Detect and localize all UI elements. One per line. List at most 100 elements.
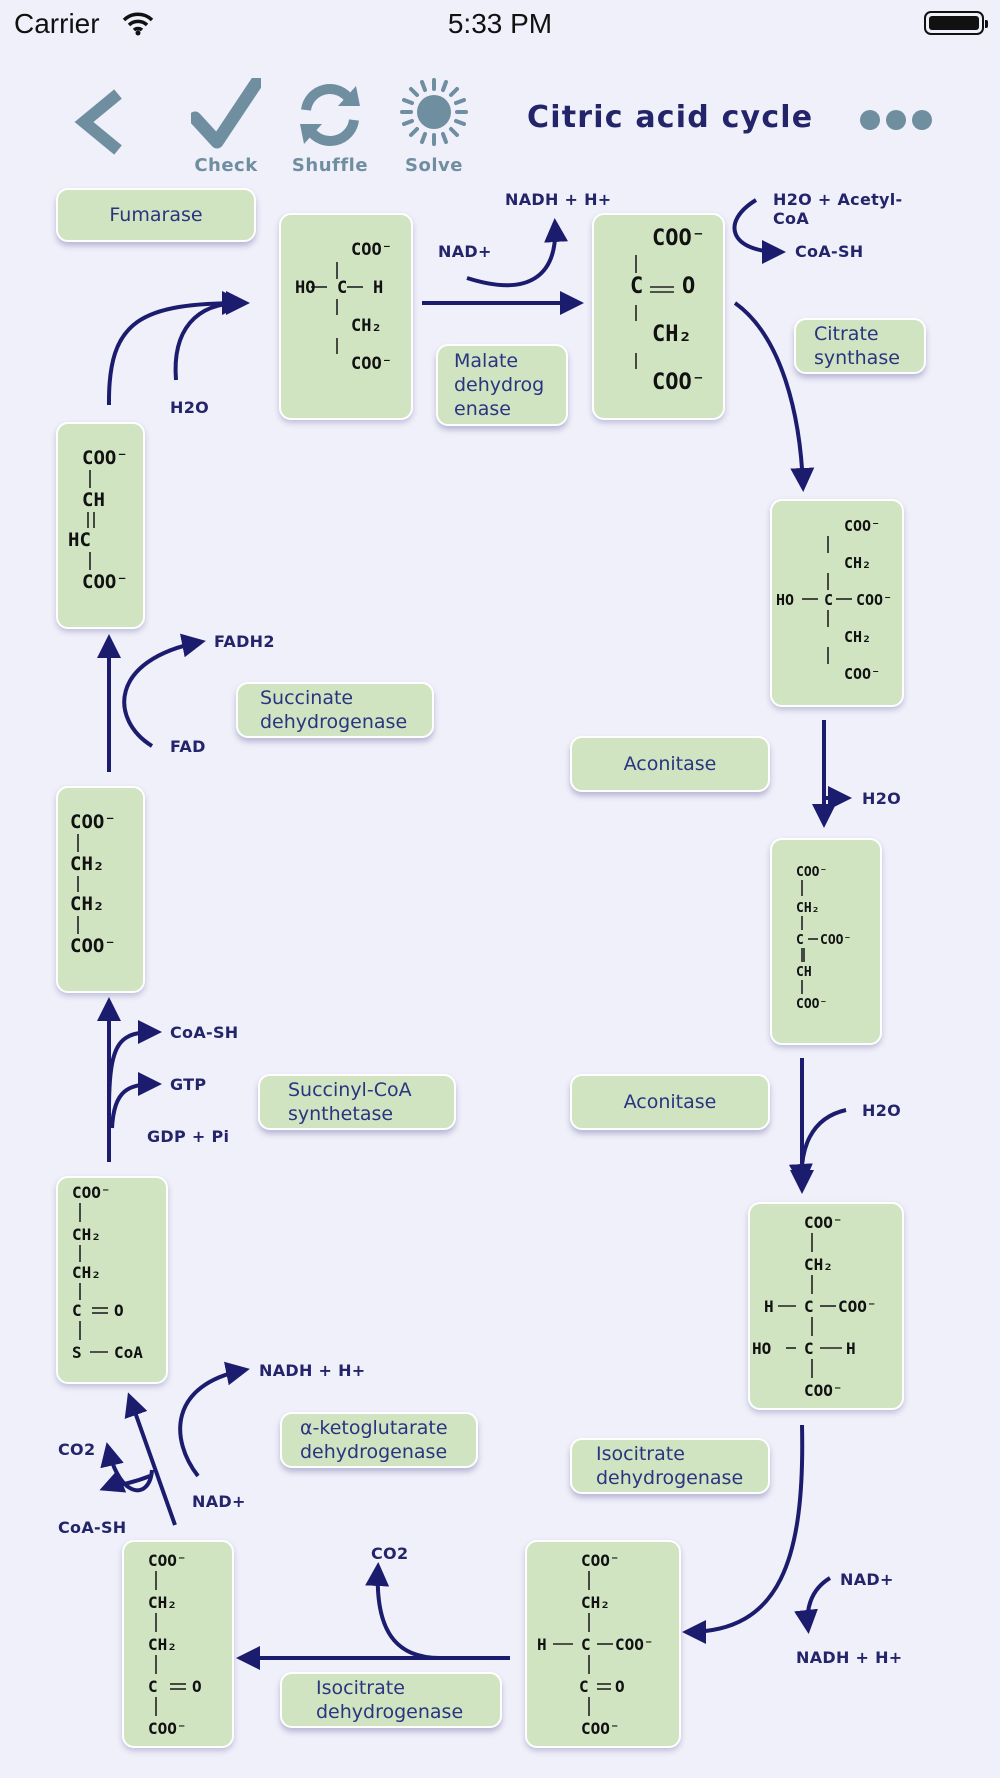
cofactor-nadh: NADH + H+ xyxy=(796,1648,903,1667)
atom-label: COO⁻ xyxy=(856,591,892,609)
atom-label: COO⁻ xyxy=(351,354,392,374)
atom-label: CH₂ xyxy=(844,554,871,572)
cofactor-nad: NAD+ xyxy=(192,1492,246,1511)
solve-label: Solve xyxy=(405,155,463,176)
atom-label: CH₂ xyxy=(652,322,692,347)
atom-label: COO⁻ xyxy=(82,571,128,593)
clock: 5:33 PM xyxy=(447,8,553,39)
enzyme-isocitrate-dehydrogenase-1[interactable]: Isocitrate dehydrogenase xyxy=(570,1438,770,1494)
cofactor-nad: NAD+ xyxy=(438,242,492,261)
atom-label: HO xyxy=(295,278,315,298)
atom-label: S xyxy=(72,1343,82,1362)
enzyme-alpha-kg-dehydrogenase[interactable]: α-ketoglutarate dehydrogenase xyxy=(280,1412,478,1468)
atom-label: COO⁻ xyxy=(148,1551,187,1570)
atom-label: O xyxy=(114,1301,124,1320)
cofactor-coash: CoA-SH xyxy=(58,1518,127,1537)
atom-label: CH₂ xyxy=(796,901,819,916)
cofactor-gdp-pi: GDP + Pi xyxy=(147,1127,230,1146)
atom-label: C xyxy=(824,591,833,609)
check-label: Check xyxy=(194,155,258,176)
atom-label: C xyxy=(804,1297,814,1316)
atom-label: C xyxy=(581,1635,591,1654)
page-title: Citric acid cycle xyxy=(527,100,814,135)
atom-label: COO⁻ xyxy=(652,370,705,395)
solve-button[interactable]: Solve xyxy=(396,78,472,176)
atom-label: CH xyxy=(796,965,812,980)
cofactor-h2o: H2O xyxy=(170,398,210,417)
atom-label: COO⁻ xyxy=(844,517,880,535)
enzyme-succinyl-coa-synthetase[interactable]: Succinyl-CoA synthetase xyxy=(258,1074,456,1130)
cofactor-nadh: NADH + H+ xyxy=(505,190,612,209)
enzyme-aconitase-2[interactable]: Aconitase xyxy=(570,1074,770,1130)
enzyme-fumarase[interactable]: Fumarase xyxy=(56,188,256,242)
atom-label: COO⁻ xyxy=(820,933,851,948)
enzyme-succinate-dehydrogenase[interactable]: Succinate dehydrogenase xyxy=(236,682,434,738)
atom-label: C xyxy=(148,1677,158,1696)
battery-icon xyxy=(924,11,988,35)
carrier-label: Carrier xyxy=(14,8,100,39)
enzyme-citrate-synthase[interactable]: Citrate synthase xyxy=(794,318,926,374)
shuffle-label: Shuffle xyxy=(291,155,369,176)
cofactor-coash: CoA-SH xyxy=(170,1023,239,1042)
atom-label: CH₂ xyxy=(351,316,382,336)
enzyme-aconitase-1[interactable]: Aconitase xyxy=(570,736,770,792)
more-button[interactable] xyxy=(860,110,938,135)
atom-label: H xyxy=(373,278,383,298)
cofactor-h2o: H2O xyxy=(862,1101,902,1120)
atom-label: CH₂ xyxy=(844,628,871,646)
atom-label: COO⁻ xyxy=(82,447,128,469)
atom-label: COO⁻ xyxy=(615,1635,654,1654)
atom-label: COO⁻ xyxy=(844,665,880,683)
ellipsis-icon xyxy=(860,110,880,130)
atom-label: C xyxy=(337,278,347,298)
back-button[interactable] xyxy=(74,88,126,156)
molecule-citrate[interactable]: COO⁻ CH₂ HO C COO⁻ CH₂ COO⁻ xyxy=(770,499,904,707)
atom-label: CoA xyxy=(114,1343,143,1362)
cofactor-fadh2: FADH2 xyxy=(214,632,275,651)
status-bar: Carrier 5:33 PM xyxy=(0,0,1000,50)
atom-label: COO⁻ xyxy=(148,1719,187,1738)
atom-label: COO⁻ xyxy=(581,1551,620,1570)
cofactor-coash: CoA-SH xyxy=(795,242,864,261)
atom-label: COO⁻ xyxy=(72,1183,111,1202)
enzyme-isocitrate-dehydrogenase-2[interactable]: Isocitrate dehydrogenase xyxy=(280,1672,502,1728)
structure-citrate: COO⁻ CH₂ HO C COO⁻ CH₂ COO⁻ xyxy=(776,517,892,683)
atom-label: C xyxy=(72,1301,82,1320)
cofactor-h2o-acetyl-coa: H2O + Acetyl-CoA xyxy=(773,190,903,229)
cofactor-nad: NAD+ xyxy=(840,1570,894,1589)
shuffle-button[interactable]: Shuffle xyxy=(288,80,372,176)
checkmark-icon xyxy=(188,75,264,149)
atom-label: H xyxy=(537,1635,547,1654)
cofactor-gtp: GTP xyxy=(170,1075,207,1094)
atom-label: COO⁻ xyxy=(652,226,705,251)
atom-label: C xyxy=(804,1339,814,1358)
cofactor-h2o: H2O xyxy=(862,789,902,808)
shuffle-icon xyxy=(300,83,360,147)
atom-label: COO⁻ xyxy=(581,1719,620,1738)
atom-label: CH₂ xyxy=(148,1635,177,1654)
enzyme-malate-dehydrogenase[interactable]: Malate dehydrog enase xyxy=(436,344,568,426)
atom-label: HC xyxy=(68,529,91,551)
wifi-icon xyxy=(122,12,154,36)
atom-label: O xyxy=(615,1677,625,1696)
check-button[interactable]: Check xyxy=(186,75,266,176)
atom-label: C xyxy=(796,933,804,948)
atom-label: C xyxy=(630,274,643,299)
atom-label: HO xyxy=(776,591,794,609)
